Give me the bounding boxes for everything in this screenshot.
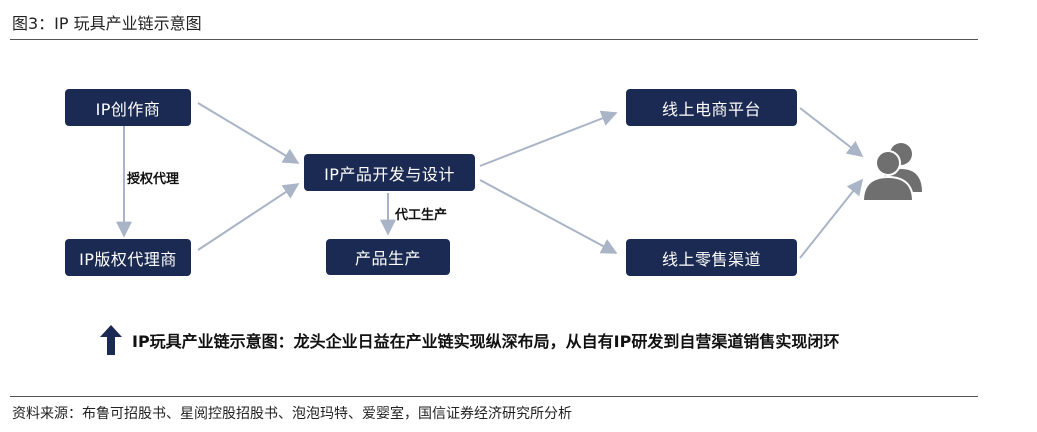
edge-design-to-ecom [479,110,618,167]
node-online-retail: 线上零售渠道 [626,239,797,276]
arrow-up-icon [100,325,122,355]
summary-text: IP玩具产业链示意图：龙头企业日益在产业链实现纵深布局，从自有IP研发到自营渠道… [132,332,840,351]
edge-design-to-retail [479,179,618,254]
node-ip-agent: IP版权代理商 [65,239,191,276]
node-ip-creator: IP创作商 [65,89,191,126]
users-icon [861,143,922,202]
footer-divider [10,396,978,397]
edge-ecom-to-consumer [799,107,864,157]
node-production: 产品生产 [326,239,450,275]
summary-row: IP玩具产业链示意图：龙头企业日益在产业链实现纵深布局，从自有IP研发到自营渠道… [100,324,839,356]
node-dev-design: IP产品开发与设计 [304,154,475,191]
edge-label-oem: 代工生产 [395,208,448,223]
edge-retail-to-consumer [799,178,863,259]
edge-agent-to-design [197,183,300,251]
edge-label-license: 授权代理 [127,172,180,187]
title-divider [10,39,978,40]
node-online-ecom: 线上电商平台 [626,89,797,126]
page-title: 图3：IP 玩具产业链示意图 [12,14,202,33]
source-note: 资料来源：布鲁可招股书、星阅控股招股书、泡泡玛特、爱婴室，国信证券经济研究所分析 [12,406,572,422]
edge-creator-to-design [197,102,300,164]
